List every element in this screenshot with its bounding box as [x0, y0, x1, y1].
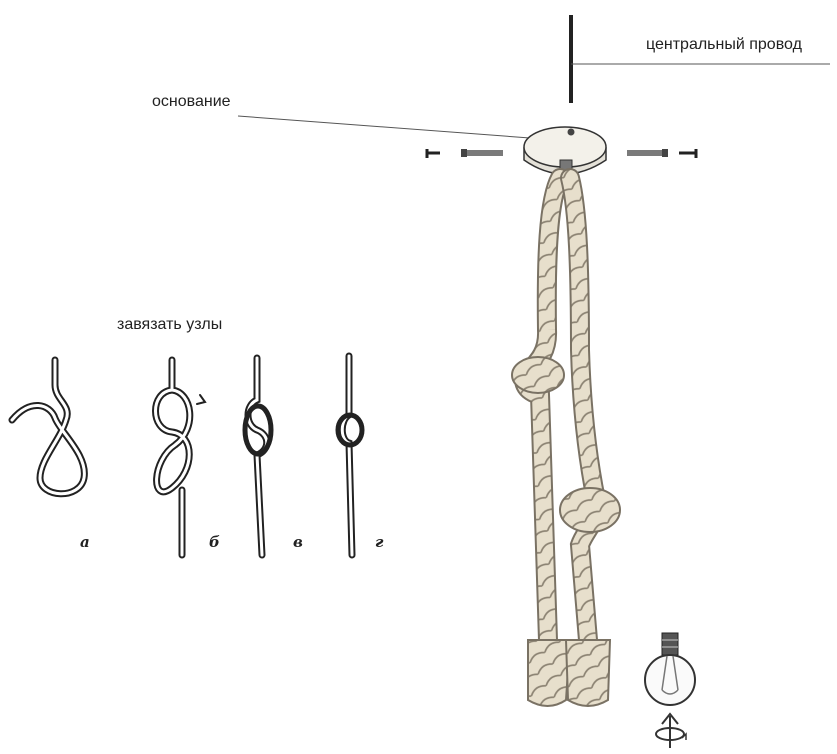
knot-step-g [338, 356, 362, 555]
rotate-arrow-icon [656, 714, 686, 748]
screw-icon [427, 149, 503, 158]
canopy-base [524, 127, 606, 176]
screw-icon [627, 149, 696, 158]
knot-step-a [12, 360, 84, 494]
rope-tassel-right [566, 640, 610, 706]
knot-step-b [156, 360, 206, 555]
tie-knots-label: завязать узлы [117, 316, 222, 334]
knot-step-label-b: б [209, 533, 220, 551]
base-leader [238, 116, 530, 138]
bulb-icon [645, 633, 695, 705]
knot-step-label-a: а [80, 533, 90, 551]
base-label: основание [152, 93, 231, 111]
central-wire-label: центральный провод [646, 36, 802, 54]
knot-step-v [245, 358, 271, 555]
knot-step-label-v: в [293, 533, 303, 551]
rope-knot-right [560, 488, 620, 532]
knot-step-label-g: г [375, 533, 383, 551]
rope-right [560, 178, 620, 706]
rope-knot-left [512, 357, 564, 393]
rope-left [512, 178, 570, 706]
rope-tassel-left [528, 640, 570, 706]
